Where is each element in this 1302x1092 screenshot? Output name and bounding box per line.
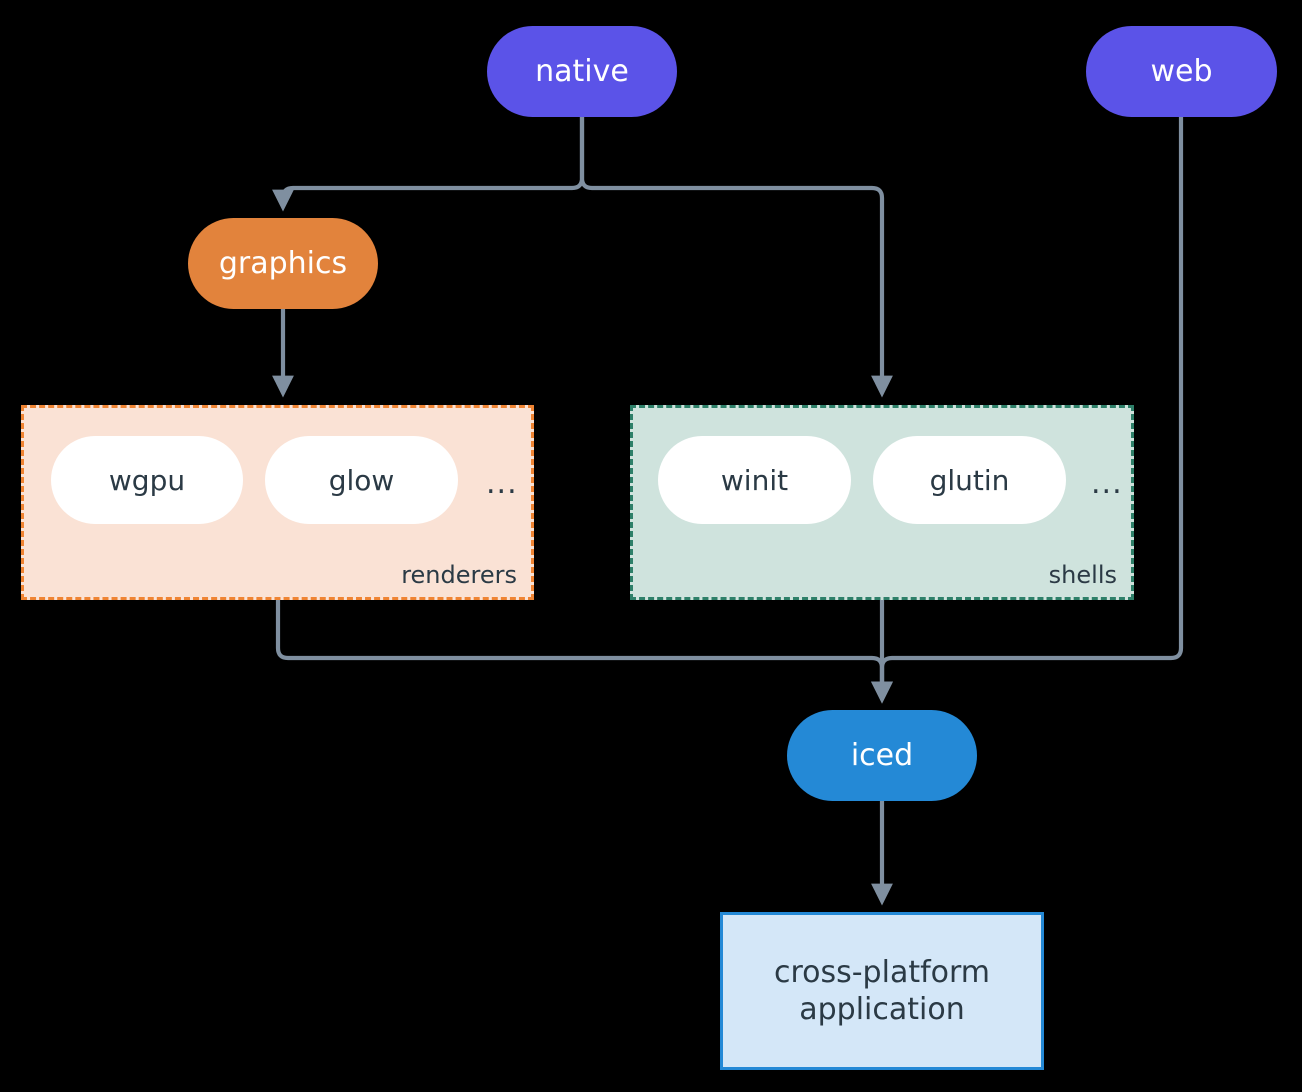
node-glutin[interactable]: glutin	[873, 436, 1066, 524]
node-winit[interactable]: winit	[658, 436, 851, 524]
node-web-label: web	[1150, 53, 1213, 89]
group-shells: winit glutin ... shells	[630, 405, 1134, 600]
edge-native-to-shells	[579, 117, 893, 398]
node-graphics-label: graphics	[218, 245, 348, 281]
node-wgpu[interactable]: wgpu	[51, 436, 243, 524]
shells-more-ellipsis: ...	[1091, 466, 1123, 501]
node-glutin-label: glutin	[929, 463, 1010, 497]
node-glow[interactable]: glow	[265, 436, 458, 524]
node-graphics[interactable]: graphics	[188, 218, 378, 309]
edge-renderers-to-iced	[275, 600, 893, 704]
node-wgpu-label: wgpu	[108, 463, 186, 497]
node-winit-label: winit	[720, 463, 789, 497]
renderers-more-ellipsis: ...	[486, 466, 518, 501]
node-glow-label: glow	[328, 463, 395, 497]
node-native-label: native	[535, 53, 629, 89]
node-iced[interactable]: iced	[787, 710, 977, 801]
application-label-line1: cross-platform	[773, 954, 991, 990]
application-label-line2: application	[799, 992, 965, 1027]
node-cross-platform-application[interactable]: cross-platform application	[720, 912, 1044, 1070]
group-renderers-label: renderers	[401, 561, 517, 589]
edge-native-to-graphics	[272, 117, 585, 212]
node-iced-label: iced	[850, 737, 914, 773]
group-shells-label: shells	[1048, 561, 1117, 589]
node-native[interactable]: native	[487, 26, 677, 117]
node-web[interactable]: web	[1086, 26, 1277, 117]
group-renderers: wgpu glow ... renderers	[21, 405, 534, 600]
